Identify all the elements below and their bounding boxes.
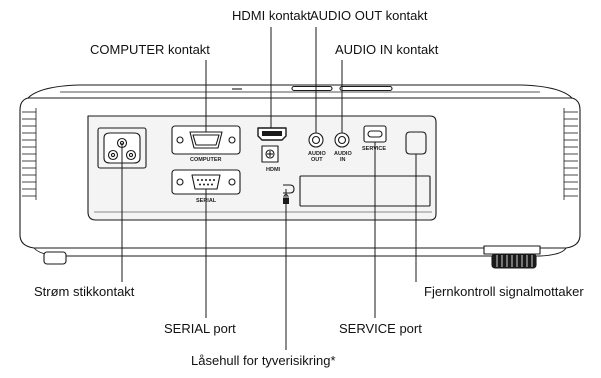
left-vent-grille — [22, 108, 37, 200]
callout-hdmi-kontakt: HDMI kontakt — [232, 8, 311, 23]
panel-label-hdmi: HDMI — [266, 167, 281, 173]
power-pin — [107, 149, 119, 161]
panel-label-audio-in-2: IN — [340, 157, 346, 163]
left-foot — [43, 251, 67, 265]
right-vent-grille — [563, 108, 578, 200]
projector-top-edge — [27, 84, 573, 99]
lock-hole — [283, 184, 295, 194]
projector-bottom-edge — [33, 247, 567, 257]
callout-fjernkontroll: Fjernkontroll signalmottaker — [424, 284, 584, 299]
panel-label-audio-out-2: OUT — [311, 157, 323, 163]
serial-d-sub — [191, 174, 221, 190]
power-pin — [110, 152, 116, 158]
panel-label-audio-in-1: AUDIO — [334, 151, 352, 157]
right-adjustable-foot — [483, 245, 541, 269]
audio-in-jack-inner — [337, 135, 347, 145]
panel-label-computer: COMPUTER — [190, 157, 222, 163]
callout-serial-port: SERIAL port — [164, 321, 236, 336]
callout-service-port: SERVICE port — [339, 321, 422, 336]
computer-d-sub-inner — [192, 134, 220, 146]
blank-slot — [299, 175, 431, 207]
audio-out-jack-inner — [311, 135, 321, 145]
serial-screw-hole — [176, 178, 184, 186]
panel-label-audio-out-1: AUDIO — [308, 151, 326, 157]
audio-out-jack — [308, 132, 324, 148]
computer-screw-hole — [228, 136, 236, 144]
audio-in-jack — [334, 132, 350, 148]
computer-d-sub — [189, 131, 223, 149]
callout-laasehull: Låsehull for tyverisikring* — [191, 353, 336, 368]
callout-audio-out-kontakt: AUDIO OUT kontakt — [310, 8, 428, 23]
top-vent-slot — [339, 85, 393, 92]
ir-receiver — [405, 131, 427, 155]
panel-label-service: SERVICE — [362, 146, 386, 152]
callout-computer-kontakt: COMPUTER kontakt — [90, 42, 210, 57]
serial-screw-hole — [228, 178, 236, 186]
power-pin — [128, 152, 134, 158]
service-port-slot — [367, 130, 383, 138]
callout-strom-stikkontakt: Strøm stikkontakt — [34, 284, 135, 299]
hdmi-port-inner — [262, 131, 282, 136]
computer-screw-hole — [176, 136, 184, 144]
power-pin — [125, 149, 137, 161]
hdmi-screw — [265, 149, 275, 159]
callout-audio-in-kontakt: AUDIO IN kontakt — [335, 42, 439, 57]
serial-pins — [197, 179, 215, 186]
top-vent-slot — [291, 85, 333, 92]
service-port-frame — [363, 125, 387, 143]
